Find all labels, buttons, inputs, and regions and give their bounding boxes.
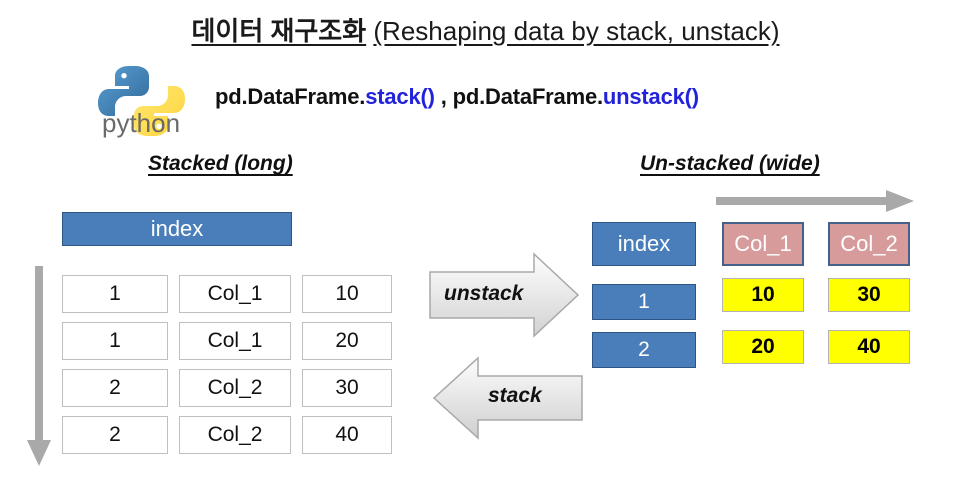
code-method-unstack: unstack()	[602, 84, 699, 109]
stack-arrow-label: stack	[488, 384, 542, 407]
right-table-cell-col1: 10	[722, 278, 804, 312]
left-table-cell-column: Col_1	[179, 275, 291, 313]
columns-direction-arrow-icon	[714, 188, 916, 214]
left-table-cell-value: 40	[302, 416, 392, 454]
stack-arrow: stack	[432, 352, 584, 442]
left-table-cell-column: Col_2	[179, 369, 291, 407]
right-table-header-col2: Col_2	[828, 222, 910, 266]
right-table-cell-index: 1	[592, 284, 696, 320]
left-table-cell-value: 20	[302, 322, 392, 360]
left-table-cell-index: 2	[62, 369, 168, 407]
left-table-cell-index: 2	[62, 416, 168, 454]
unstack-arrow-label: unstack	[444, 282, 524, 305]
python-logo: python	[88, 62, 206, 140]
page-title: 데이터 재구조화 (Reshaping data by stack, unsta…	[0, 14, 971, 48]
left-table-header-index: index	[62, 212, 292, 246]
unstack-arrow: unstack	[428, 252, 580, 338]
right-table-header-index: index	[592, 222, 696, 266]
left-table-cell-column: Col_1	[179, 322, 291, 360]
right-table-header-col1: Col_1	[722, 222, 804, 266]
code-method-stack: stack()	[365, 84, 435, 109]
rows-direction-arrow-icon	[22, 262, 56, 470]
right-table-cell-col1: 20	[722, 330, 804, 364]
code-separator: ,	[440, 84, 447, 109]
left-table-cell-value: 30	[302, 369, 392, 407]
code-prefix-2: pd.DataFrame.	[452, 84, 603, 109]
left-table-cell-column: Col_2	[179, 416, 291, 454]
left-section-heading: Stacked (long)	[148, 152, 293, 175]
left-table-cell-index: 1	[62, 275, 168, 313]
python-wordmark: python	[102, 108, 180, 138]
right-table-cell-index: 2	[592, 332, 696, 368]
left-table-cell-index: 1	[62, 322, 168, 360]
left-table-cell-value: 10	[302, 275, 392, 313]
page-title-english: (Reshaping data by stack, unstack)	[373, 16, 780, 46]
page-title-korean: 데이터 재구조화	[191, 16, 367, 46]
right-table-cell-col2: 40	[828, 330, 910, 364]
right-table-cell-col2: 30	[828, 278, 910, 312]
code-line: pd.DataFrame.stack(),pd.DataFrame.unstac…	[215, 84, 699, 110]
code-prefix-1: pd.DataFrame.	[215, 84, 366, 109]
right-section-heading: Un-stacked (wide)	[640, 152, 820, 175]
